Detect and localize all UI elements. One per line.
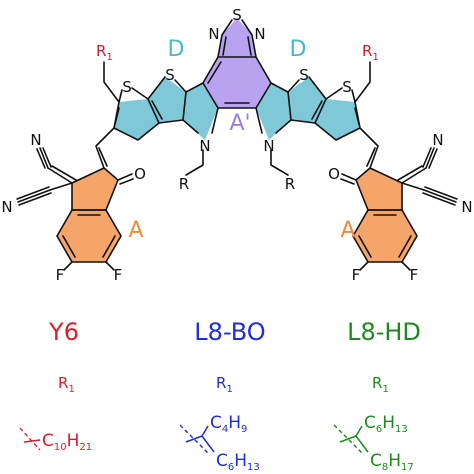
l8-bo-bottom-c: C	[216, 451, 228, 471]
left-pyrrole-fill	[183, 83, 218, 140]
left-outer-sulfur: S	[122, 78, 132, 96]
left-fluorine-1: F	[56, 266, 65, 284]
y6-r1-base: R	[58, 374, 68, 392]
right-donor-region	[256, 77, 360, 140]
l8-hd-r1-sub: 1	[382, 384, 388, 395]
left-carbonyl-oxygen: O	[134, 165, 146, 183]
l8-hd-title: L8-HD	[347, 318, 421, 346]
y6-r1-sub: 1	[68, 384, 74, 395]
variant-l8-bo: L8-BO R1 C4H9 C6H13	[179, 318, 266, 473]
variant-l8-hd: L8-HD R1 C6H13 C8H17	[333, 318, 421, 473]
variant-y6: Y6 R1 C10H21	[19, 318, 92, 453]
l8-hd-top-h: H	[382, 413, 395, 433]
left-cyano-nitrogen-top: N	[30, 131, 41, 149]
right-pyrrole-nitrogen: N	[263, 137, 274, 155]
thiadiazole-fill	[218, 18, 256, 57]
right-cyclopentanone-fill	[356, 168, 402, 210]
l8-bo-bottom-h: H	[234, 451, 247, 471]
right-r1-label: R1	[362, 42, 379, 63]
l8-bo-top-h-sub: 9	[241, 424, 247, 435]
unit-labels: D D A' A A	[128, 37, 355, 243]
l8-bo-title: L8-BO	[194, 318, 265, 346]
bond-skeleton	[16, 19, 458, 271]
l8-bo-chain-bottom: C6H13	[216, 451, 260, 473]
right-thiophene-outer-fill	[315, 99, 360, 140]
l8-bo-top-c: C	[210, 413, 222, 433]
l8-bo-r1-label: R1	[216, 374, 233, 395]
y6-chain-h: H	[67, 431, 80, 451]
left-n-alkyl-r: R	[179, 175, 189, 193]
l8-bo-bottom-h-sub: 13	[247, 462, 260, 473]
right-benzene-fill	[353, 210, 417, 262]
l8-hd-top-c-sub: 6	[376, 424, 382, 435]
l8-bo-cut-line	[179, 424, 211, 456]
y6-chain-c: C	[42, 431, 54, 451]
left-fluorine-2: F	[114, 266, 123, 284]
core-benzene-fill	[203, 57, 271, 108]
right-fluorine-2: F	[410, 266, 419, 284]
y6-chain-c-sub: 10	[54, 442, 67, 453]
l8-hd-bottom-c: C	[370, 451, 382, 471]
right-end-acceptor-region	[353, 168, 417, 262]
left-end-acceptor-label: A	[128, 218, 143, 243]
l8-bo-top-c-sub: 4	[222, 424, 228, 435]
left-cyclopentanone-fill	[72, 168, 118, 210]
l8-bo-chain-top: C4H9	[210, 413, 247, 435]
left-r1-base: R	[96, 42, 106, 60]
l8-bo-branch	[185, 425, 215, 453]
l8-hd-cut-line	[333, 424, 365, 456]
l8-bo-r1-sub: 1	[226, 384, 232, 395]
left-r1-sub: 1	[106, 52, 112, 63]
left-end-acceptor-region	[57, 168, 121, 262]
l8-bo-bottom-c-sub: 6	[228, 462, 234, 473]
right-outer-sulfur: S	[342, 78, 352, 96]
l8-bo-top-h: H	[228, 413, 241, 433]
right-pyrrole-fill	[256, 83, 291, 140]
right-cyano-nitrogen-top: N	[432, 131, 443, 149]
l8-hd-top-c: C	[364, 413, 376, 433]
l8-hd-branch	[339, 425, 369, 453]
right-n-alkyl-r: R	[285, 175, 295, 193]
core-acceptor-label: A'	[229, 111, 250, 136]
r1-substituent-labels: R1 R1	[96, 42, 379, 63]
left-benzene-fill	[57, 210, 121, 262]
l8-hd-r1-label: R1	[372, 374, 389, 395]
left-donor-label: D	[168, 37, 185, 62]
right-donor-label: D	[290, 37, 307, 62]
left-r1-label: R1	[96, 42, 113, 63]
y6-chain-formula: C10H21	[42, 431, 92, 453]
y6-chain-h-sub: 21	[79, 442, 92, 453]
thiadiazole-nitrogen-right: N	[254, 25, 265, 43]
l8-hd-chain-bottom: C8H17	[370, 451, 414, 473]
l8-hd-chain-top: C6H13	[364, 413, 408, 435]
l8-hd-bottom-h: H	[388, 451, 401, 471]
left-inner-sulfur: S	[165, 66, 175, 84]
left-pyrrole-nitrogen: N	[199, 137, 210, 155]
l8-hd-top-h-sub: 13	[395, 424, 408, 435]
y6-r1-label: R1	[58, 374, 75, 395]
right-cyano-nitrogen-bottom: N	[461, 198, 472, 216]
right-end-acceptor-label: A	[340, 218, 355, 243]
l8-hd-bottom-h-sub: 17	[401, 462, 414, 473]
l8-bo-r1-base: R	[216, 374, 226, 392]
thiadiazole-sulfur: S	[232, 6, 242, 24]
right-inner-sulfur: S	[299, 66, 309, 84]
thiadiazole-nitrogen-left: N	[208, 25, 219, 43]
y6-bond	[23, 439, 41, 443]
right-r1-base: R	[362, 42, 372, 60]
left-thiophene-outer-fill	[114, 99, 159, 140]
core-acceptor-region	[203, 18, 271, 108]
l8-hd-bottom-c-sub: 8	[382, 462, 388, 473]
atom-labels: S N N S S S S N N R R O O N N N N F F F …	[1, 6, 472, 284]
right-carbonyl-oxygen: O	[328, 165, 340, 183]
y6-cut-line	[19, 427, 41, 451]
y6-title: Y6	[48, 318, 79, 346]
right-r1-sub: 1	[372, 52, 378, 63]
right-fluorine-1: F	[352, 266, 361, 284]
left-cyano-nitrogen-bottom: N	[1, 198, 12, 216]
l8-hd-r1-base: R	[372, 374, 382, 392]
